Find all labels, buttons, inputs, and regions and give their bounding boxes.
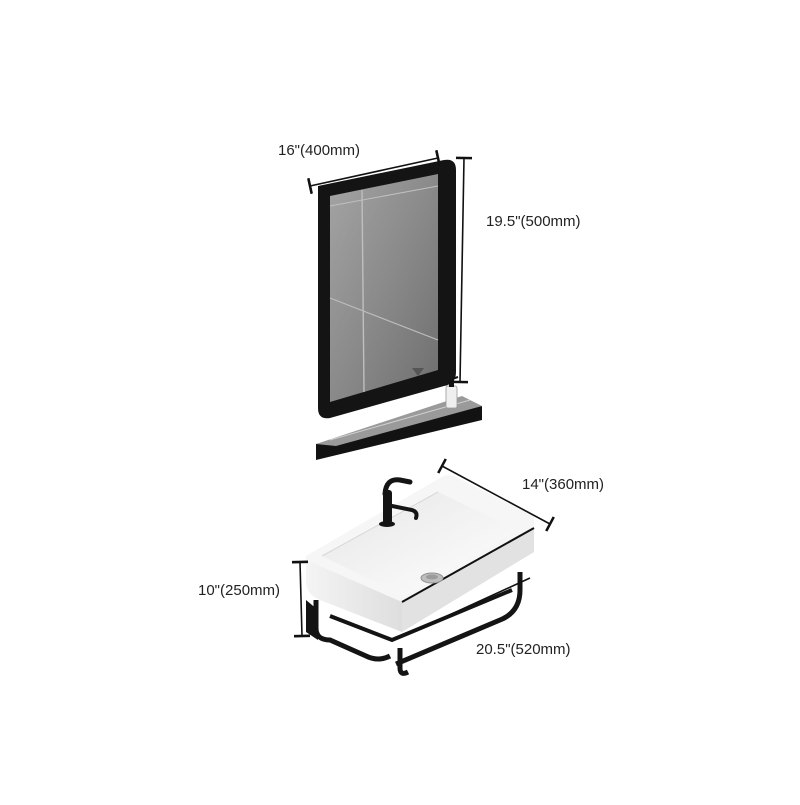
- drain-center: [426, 574, 438, 580]
- mirror-height-line: [451, 156, 473, 384]
- towel-rack-corner: [397, 648, 410, 676]
- faucet-spout: [382, 477, 413, 497]
- mirror-reflection-detail: [412, 368, 424, 376]
- dimension-lines: [291, 149, 555, 638]
- faucet-body: [383, 490, 392, 524]
- shelf-front-rail: [316, 406, 482, 460]
- basin-height-label: 10"(250mm): [198, 582, 281, 599]
- towel-rack-front: [395, 572, 523, 667]
- soap-bottle-pump: [449, 379, 454, 387]
- basin-depth-label: 14"(360mm): [522, 476, 605, 493]
- basin-width-line: [407, 577, 531, 635]
- faucet-handle: [390, 504, 419, 520]
- mirror-width-label: 16"(400mm): [278, 142, 361, 159]
- faucet-base: [379, 521, 395, 527]
- mirror-width-line: [307, 149, 441, 195]
- soap-bottle: [445, 385, 458, 409]
- basin-width-label: 20.5"(520mm): [476, 641, 571, 658]
- towel-rack-bar: [329, 588, 513, 643]
- basin-depth-line: [437, 458, 555, 532]
- mirror-glass: [330, 174, 438, 402]
- mirror-height-label: 19.5"(500mm): [486, 213, 581, 230]
- basin-edge-line: [401, 527, 535, 603]
- mirror-reflection-line: [361, 189, 365, 393]
- mirror-reflection-line: [329, 297, 439, 341]
- basin-front-face: [306, 560, 402, 632]
- mirror: [318, 159, 456, 419]
- basin-side-face: [402, 528, 534, 632]
- basin-height-line: [291, 560, 311, 638]
- faucet-icon: [379, 477, 419, 527]
